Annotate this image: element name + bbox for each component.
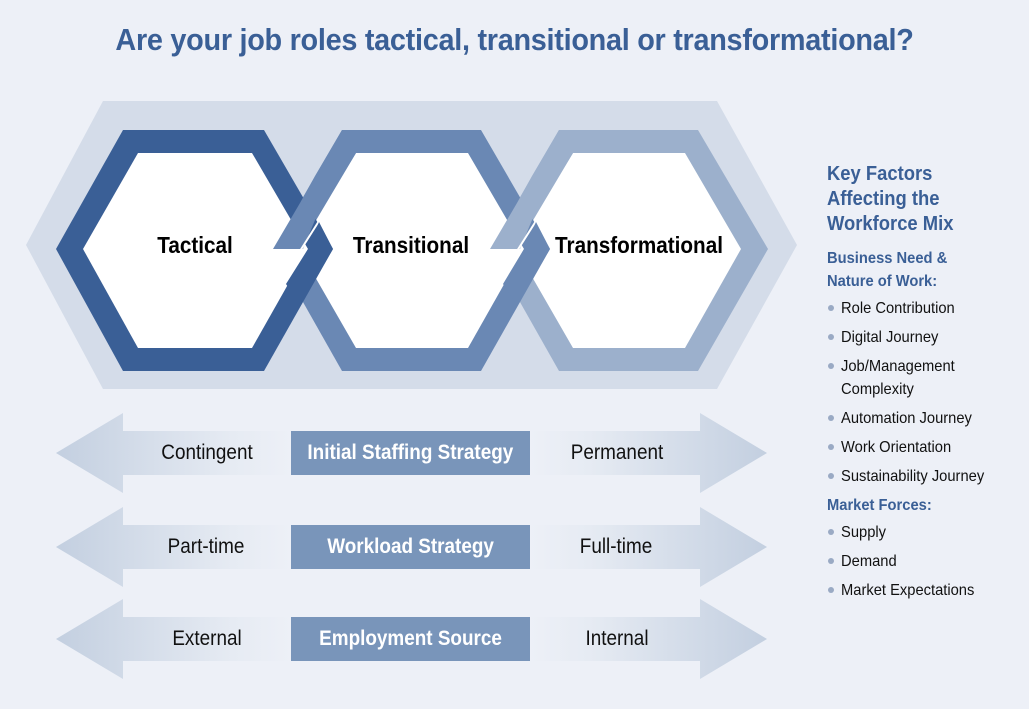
bullet-icon — [828, 305, 834, 311]
list-item: Sustainability Journey — [827, 465, 1027, 488]
arrow-right-label: Permanent — [570, 441, 664, 464]
page-title: Are your job roles tactical, transitiona… — [115, 22, 914, 57]
arrow-row-3 — [56, 599, 767, 679]
bullet-icon — [828, 558, 834, 564]
interlock-2 — [490, 130, 573, 249]
hexagon-transitional — [273, 130, 550, 371]
arrow-left-label: Part-time — [167, 535, 245, 558]
list-item: Digital Journey — [827, 326, 1027, 349]
arrow-row-1 — [56, 413, 767, 493]
list-item: Demand — [827, 550, 1027, 573]
list-item: Automation Journey — [827, 407, 1027, 430]
section-heading-business-need: Business Need & Nature of Work: — [827, 250, 948, 290]
hexagon-tactical — [56, 130, 333, 371]
strategy-box-employment-source: Employment Source — [291, 617, 530, 661]
list-item: Role Contribution — [827, 297, 1027, 320]
bullet-icon — [828, 363, 834, 369]
key-factors-title: Key Factors Affecting the Workforce Mix — [827, 163, 954, 235]
arrow-right-label: Full-time — [579, 535, 653, 558]
section-heading-market-forces: Market Forces: — [827, 497, 932, 514]
bullet-icon — [828, 473, 834, 479]
bullet-icon — [828, 529, 834, 535]
interlock-1 — [273, 130, 356, 249]
bullet-icon — [828, 334, 834, 340]
hex-label-transitional: Transitional — [352, 232, 470, 258]
arrow-right-label: Internal — [585, 627, 649, 650]
list-item: Market Expectations — [827, 579, 1027, 602]
arrow-left-label: External — [172, 627, 242, 650]
hexagon-transformational — [490, 130, 768, 371]
arrow-left-label: Contingent — [161, 441, 253, 464]
interlock-2b — [503, 222, 550, 305]
business-need-list: Role Contribution Digital Journey Job/Ma… — [827, 297, 1027, 488]
hex-label-tactical: Tactical — [157, 232, 233, 258]
bullet-icon — [828, 587, 834, 593]
bullet-icon — [828, 444, 834, 450]
market-forces-list: Supply Demand Market Expectations — [827, 521, 1027, 602]
bullet-icon — [828, 415, 834, 421]
key-factors-panel: Key Factors Affecting the Workforce Mix … — [827, 162, 1027, 608]
hex-label-transformational: Transformational — [555, 232, 723, 258]
list-item: Supply — [827, 521, 1027, 544]
list-item: Work Orientation — [827, 436, 1027, 459]
list-item: Job/Management Complexity — [827, 355, 991, 401]
interlock-1b — [286, 222, 333, 305]
strategy-box-workload: Workload Strategy — [291, 525, 530, 569]
arrow-row-2 — [56, 507, 767, 587]
strategy-box-initial-staffing: Initial Staffing Strategy — [291, 431, 530, 475]
